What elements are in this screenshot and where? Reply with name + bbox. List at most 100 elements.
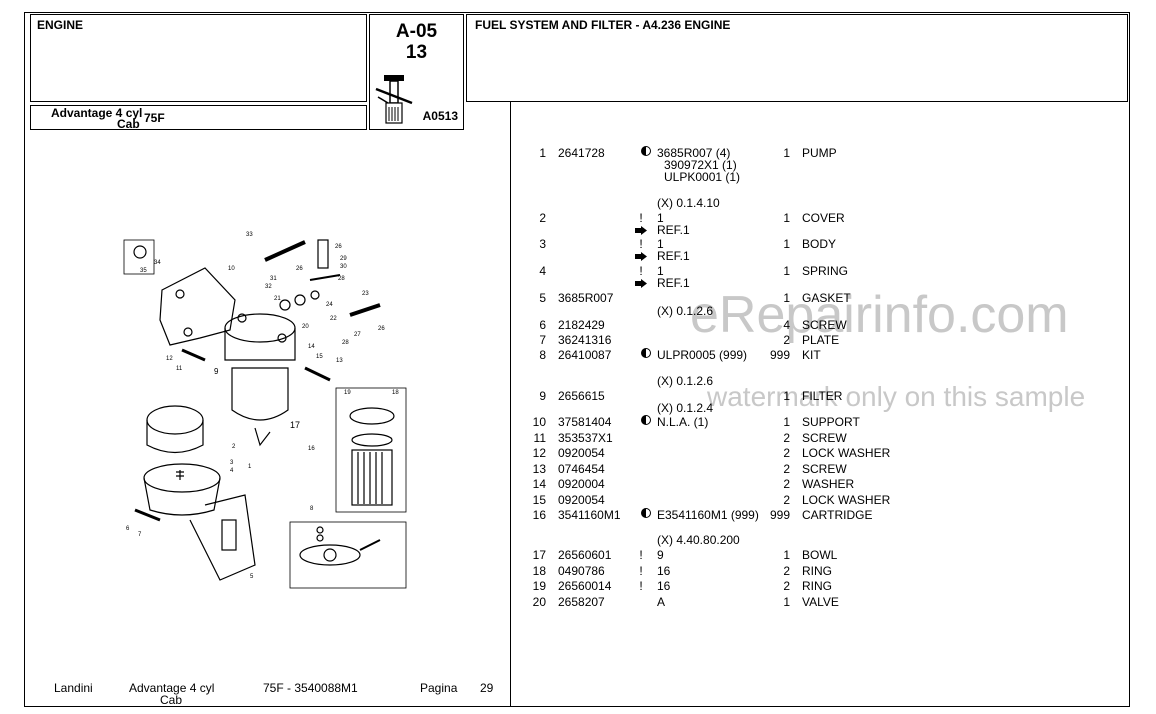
- column-divider: [510, 102, 511, 706]
- svg-text:13: 13: [336, 358, 343, 364]
- quantity: 2: [783, 477, 790, 491]
- part-number: 353537X1: [558, 431, 613, 445]
- svg-text:17: 17: [290, 420, 300, 430]
- exclamation-icon: !: [639, 548, 643, 562]
- item-number: 14: [532, 477, 546, 491]
- quantity: 999: [769, 508, 790, 522]
- code-box: A-05 13 A0513: [369, 14, 464, 130]
- part-number: 2658207: [558, 595, 605, 609]
- svg-text:6: 6: [126, 526, 130, 532]
- part-number: 0490786: [558, 564, 605, 578]
- svg-text:19: 19: [344, 390, 351, 396]
- quantity: 1: [783, 146, 790, 160]
- part-number: 0920054: [558, 493, 605, 507]
- quantity: 2: [783, 462, 790, 476]
- quantity: 4: [783, 318, 790, 332]
- item-number: 15: [532, 493, 546, 507]
- description: VALVE: [802, 595, 839, 609]
- exclamation-icon: !: [639, 579, 643, 593]
- exclamation-icon: !: [639, 211, 643, 225]
- parts-note: (X) 0.1.2.4: [522, 401, 1142, 415]
- part-number: 2641728: [558, 146, 605, 160]
- reference: 16: [657, 564, 671, 578]
- parts-note: (X) 4.40.80.200: [522, 533, 1142, 547]
- page-frame: [24, 12, 1130, 707]
- svg-text:9: 9: [214, 367, 219, 376]
- item-number: 10: [532, 415, 546, 429]
- svg-text:23: 23: [362, 291, 369, 297]
- footer-model-ref: 75F - 3540088M1: [263, 681, 358, 695]
- svg-text:30: 30: [340, 264, 347, 270]
- reference: E3541160M1 (999): [657, 508, 759, 522]
- description: GASKET: [802, 291, 851, 305]
- quantity: 2: [783, 333, 790, 347]
- description: PLATE: [802, 333, 840, 347]
- exclamation-icon: !: [639, 237, 643, 251]
- item-number: 1: [539, 146, 546, 160]
- exclamation-icon: !: [639, 564, 643, 578]
- item-number: 11: [533, 431, 546, 445]
- svg-text:28: 28: [338, 276, 345, 282]
- model-box: Advantage 4 cyl Cab 75F: [30, 105, 367, 131]
- svg-text:28: 28: [342, 340, 349, 346]
- part-number: 0920054: [558, 446, 605, 460]
- footer-page-number: 29: [480, 681, 494, 695]
- quantity: 2: [783, 431, 790, 445]
- part-number: 2182429: [558, 318, 605, 332]
- part-number: 26410087: [558, 348, 612, 362]
- description: FILTER: [802, 389, 843, 403]
- quantity: 2: [783, 493, 790, 507]
- arrow-ref-icon: [634, 223, 648, 237]
- part-number: 0920004: [558, 477, 605, 491]
- item-number: 19: [532, 579, 546, 593]
- item-number: 2: [539, 211, 546, 225]
- description: SCREW: [802, 462, 847, 476]
- part-number: 2656615: [558, 389, 605, 403]
- quantity: 1: [783, 595, 790, 609]
- description: LOCK WASHER: [802, 446, 891, 460]
- part-number: 26560601: [558, 548, 612, 562]
- part-number: 26560014: [558, 579, 612, 593]
- description: RING: [802, 564, 832, 578]
- footer-model-line1: Advantage 4 cyl: [129, 681, 215, 695]
- quantity: 1: [783, 415, 790, 429]
- item-number: 17: [532, 548, 546, 562]
- svg-text:3: 3: [230, 460, 234, 466]
- svg-text:18: 18: [392, 390, 399, 396]
- item-number: 8: [539, 348, 546, 362]
- part-number: 3685R007: [558, 291, 614, 305]
- quantity: 2: [783, 564, 790, 578]
- parts-note: (X) 0.1.2.6: [522, 304, 1142, 318]
- svg-text:14: 14: [308, 344, 315, 350]
- part-number: 36241316: [558, 333, 612, 347]
- arrow-reference: REF.1: [657, 276, 690, 290]
- item-number: 4: [539, 264, 546, 278]
- model-line1: Advantage 4 cyl: [51, 106, 143, 120]
- item-number: 18: [532, 564, 546, 578]
- svg-text:12: 12: [166, 356, 173, 362]
- svg-text:20: 20: [302, 324, 309, 330]
- svg-text:11: 11: [176, 366, 183, 372]
- svg-text:22: 22: [330, 316, 337, 322]
- svg-text:8: 8: [310, 506, 314, 512]
- arrow-reference: REF.1: [657, 249, 690, 263]
- description: SUPPORT: [802, 415, 860, 429]
- fuel-filter-icon: [375, 75, 413, 124]
- section-box: ENGINE: [30, 14, 367, 102]
- reference: ULPR0005 (999): [657, 348, 748, 362]
- part-number: 0746454: [558, 462, 605, 476]
- arrow-ref-icon: [634, 276, 648, 290]
- item-number: 6: [539, 318, 546, 332]
- footer-model-line2: Cab: [160, 693, 183, 707]
- sub-reference: ULPK0001 (1): [664, 170, 741, 184]
